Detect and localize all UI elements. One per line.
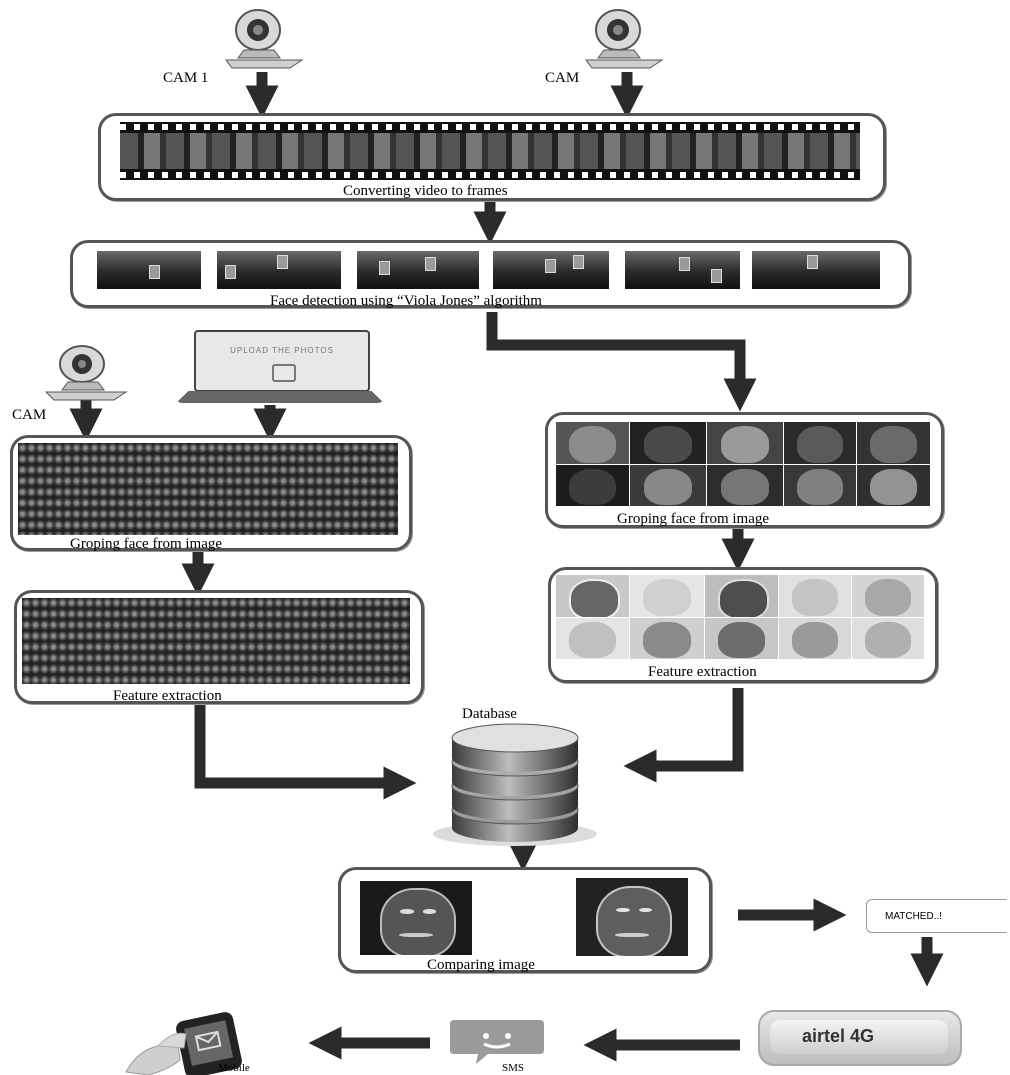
face-photo (784, 422, 856, 464)
compare-face-right (576, 878, 688, 956)
face-photo (707, 465, 783, 506)
feature-face (779, 618, 851, 659)
feature-face (556, 575, 629, 617)
laptop-screen: UPLOAD THE PHOTOS (194, 330, 370, 392)
right-feature-grid (556, 575, 924, 659)
database-label: Database (462, 707, 517, 722)
feature-face (705, 575, 778, 617)
film-strip (120, 122, 860, 180)
frame-thumbnail (625, 251, 740, 289)
webcam-icon (40, 340, 130, 402)
left-feature-label: Feature extraction (113, 689, 222, 704)
arrow-right-feature-to-database (640, 688, 738, 766)
face-photo (556, 422, 629, 464)
arrow-left-feature-to-database (200, 705, 400, 783)
cam3-label: CAM (12, 408, 46, 423)
matched-text: MATCHED..! (885, 911, 942, 922)
frame-thumbnail (97, 251, 201, 289)
face-photo (784, 465, 856, 506)
feature-face (630, 618, 704, 659)
compare-label: Comparing image (427, 958, 535, 973)
left-feature-grid (22, 598, 410, 684)
matched-box: MATCHED..! (866, 899, 1007, 933)
face-photo (707, 422, 783, 464)
right-feature-label: Feature extraction (648, 665, 757, 680)
face-photo (556, 465, 629, 506)
feature-face (705, 618, 778, 659)
feature-face (852, 575, 924, 617)
frame-thumbnail (493, 251, 609, 289)
feature-face (630, 575, 704, 617)
feature-face (779, 575, 851, 617)
webcam-icon (218, 2, 308, 72)
face-photo (857, 465, 930, 506)
face-photo (857, 422, 930, 464)
cam2-label: CAM (545, 71, 579, 86)
usb-modem-icon: airtel 4G (758, 1010, 962, 1066)
feature-face (852, 618, 924, 659)
compare-face-left (360, 881, 472, 955)
frame-thumbnail (752, 251, 880, 289)
upload-icon (272, 364, 296, 382)
face-photo (630, 422, 706, 464)
database-icon (430, 722, 600, 847)
left-face-grid (18, 443, 398, 535)
right-group-label: Groping face from image (617, 512, 769, 527)
face-photo (630, 465, 706, 506)
frame-thumbnail (217, 251, 341, 289)
frame-thumbnail (357, 251, 479, 289)
laptop-screen-text: UPLOAD THE PHOTOS (196, 346, 368, 355)
sms-label: SMS (502, 1063, 524, 1074)
detection-label: Face detection using “Viola Jones” algor… (270, 294, 542, 309)
arrow-detection-to-right-group (492, 312, 740, 395)
feature-face (556, 618, 629, 659)
laptop-icon: UPLOAD THE PHOTOS (176, 328, 388, 408)
modem-text: airtel 4G (802, 1026, 874, 1047)
sms-icon (448, 1018, 546, 1066)
webcam-icon (578, 2, 668, 72)
left-group-label: Groping face from image (70, 537, 222, 552)
cam1-label: CAM 1 (163, 71, 208, 86)
frames-label: Converting video to frames (343, 184, 508, 199)
right-face-grid (556, 422, 930, 506)
mobile-label: Mobile (218, 1063, 250, 1074)
